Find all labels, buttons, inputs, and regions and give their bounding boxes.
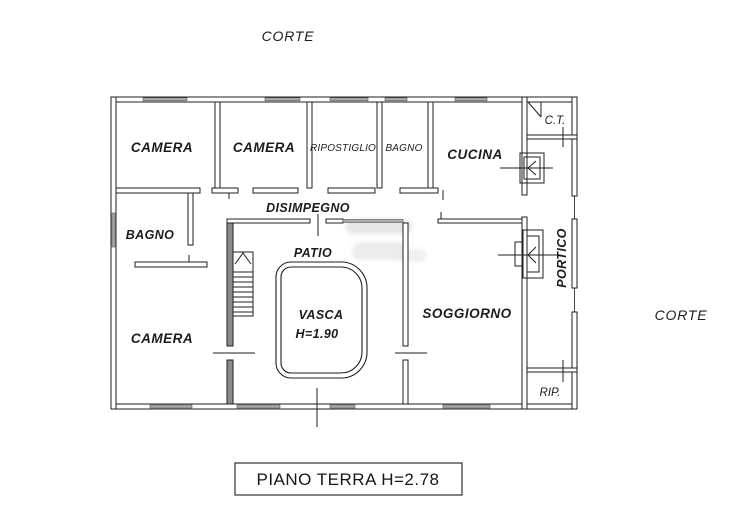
wall-patio-east <box>402 359 409 405</box>
window-patio-south <box>236 404 281 409</box>
label-corte-top: CORTE <box>262 28 315 44</box>
label-ripostiglio: RIPOSTIGLIO <box>310 143 376 154</box>
label-camera-n: CAMERA <box>233 140 295 155</box>
wall-disimpegno-patio <box>226 218 311 224</box>
wall-ripostiglio-bagno <box>376 101 383 189</box>
wall-ct-bottom <box>526 134 578 140</box>
window-bagno-n <box>384 97 408 102</box>
windows <box>111 97 491 409</box>
plan-title: PIANO TERRA H=2.78 <box>256 470 439 489</box>
title-block: PIANO TERRA H=2.78 <box>234 462 463 496</box>
stairs <box>232 251 254 317</box>
flue-soggiorno <box>498 229 557 279</box>
wall-camera1-camera2 <box>214 101 221 189</box>
label-camera-sw: CAMERA <box>131 331 193 346</box>
wall-soggiorno-portico <box>521 216 528 410</box>
window-soggiorno <box>442 404 491 409</box>
wall-ripostiglio-south <box>252 187 299 194</box>
door-ticks <box>188 127 564 427</box>
label-vasca: VASCA <box>299 308 344 322</box>
stairs-up-arrow <box>234 252 252 265</box>
wall-outer-right <box>571 218 578 289</box>
label-vasca-height: H=1.90 <box>295 327 338 341</box>
window-patio-north <box>342 219 404 223</box>
wall-camera1-south <box>115 187 201 194</box>
window-ripostiglio <box>329 97 369 102</box>
label-corte-right: CORTE <box>655 307 708 323</box>
window-camera-n <box>264 97 301 102</box>
wall-soggiorno-north <box>437 218 523 224</box>
wall-outer-right <box>571 96 578 197</box>
window-camera-sw <box>149 404 193 409</box>
window-camera-nw <box>142 97 188 102</box>
wall-partition-foot <box>211 187 239 194</box>
wall-ripostiglio-south <box>327 187 376 194</box>
label-cucina: CUCINA <box>447 147 503 162</box>
window-bagno-w <box>111 212 116 248</box>
label-rip: RIP. <box>540 387 561 399</box>
label-portico: PORTICO <box>555 228 569 288</box>
wall-bagno-cucina <box>427 101 434 189</box>
flue-cucina <box>500 152 553 184</box>
label-soggiorno: SOGGIORNO <box>422 306 511 321</box>
watermark <box>346 219 426 262</box>
ct-door-swing <box>527 101 542 118</box>
label-bagno-n: BAGNO <box>385 143 422 154</box>
label-bagno-w: BAGNO <box>126 228 175 242</box>
vasca-tub <box>275 261 368 379</box>
wall-patio-west <box>226 222 234 347</box>
wall-patio-west <box>226 359 234 405</box>
label-camera-nw: CAMERA <box>131 140 193 155</box>
label-patio: PATIO <box>294 246 332 260</box>
label-ct: C.T. <box>545 115 566 127</box>
wall-rip-top <box>526 367 578 373</box>
wall-bagno-camera <box>134 261 208 268</box>
label-disimpegno: DISIMPEGNO <box>266 201 350 215</box>
window-cucina <box>454 97 488 102</box>
wall-bagno-east <box>187 192 194 246</box>
wall-camera2-ripostiglio <box>306 101 313 189</box>
wall-patio-east <box>402 222 409 347</box>
title-box <box>234 462 463 496</box>
wall-outer-right <box>571 311 578 410</box>
wall-outer-left <box>110 96 117 410</box>
window-patio-south <box>329 404 356 409</box>
wall-cucina-portico <box>521 96 528 196</box>
wall-bagno-south <box>399 187 439 194</box>
wall-disimpegno-patio <box>325 218 344 224</box>
